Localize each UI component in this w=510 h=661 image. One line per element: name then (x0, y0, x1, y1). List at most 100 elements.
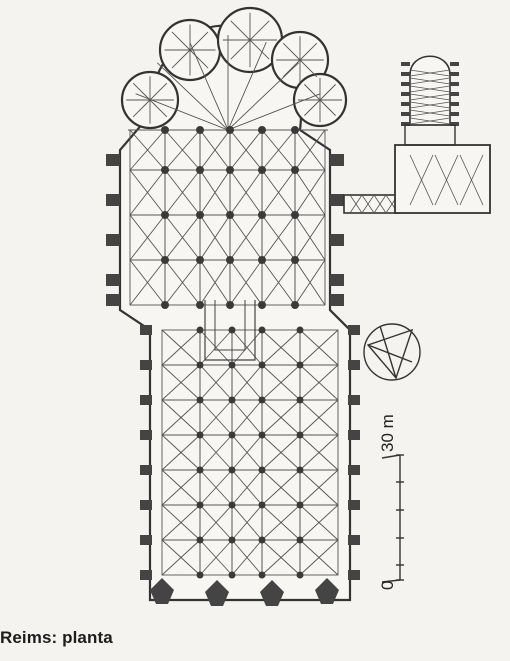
chapel-rib (299, 59, 318, 78)
vault-rib (199, 434, 233, 471)
vault-rib (299, 329, 339, 366)
chapel-buttress (450, 122, 459, 126)
compass-line (367, 344, 413, 363)
buttress (106, 234, 120, 246)
pier (196, 431, 204, 439)
pier (196, 211, 204, 219)
piers (161, 126, 304, 579)
chapel-rib (249, 20, 270, 41)
vault-rib (161, 469, 201, 506)
vault-rib (294, 129, 326, 171)
vault-rib (299, 539, 339, 576)
facade-pier (205, 580, 229, 606)
chapel-rib (149, 99, 168, 118)
pier (296, 466, 304, 474)
pier (161, 211, 169, 219)
pier (226, 126, 234, 134)
pier (196, 396, 204, 404)
vault-rib (161, 504, 201, 541)
passage-rib (361, 194, 375, 214)
pier (258, 301, 266, 309)
buttress (330, 234, 344, 246)
pier (196, 166, 204, 174)
pier (196, 501, 204, 509)
buttress (330, 154, 344, 166)
vault-rib (199, 539, 233, 576)
vault-rib (261, 169, 296, 216)
buttress (140, 570, 152, 580)
pier (258, 396, 266, 404)
pier (258, 166, 266, 174)
pier (196, 301, 204, 309)
vault-rib (229, 214, 263, 261)
pier (258, 326, 266, 334)
pier (296, 396, 304, 404)
vault-rib (261, 469, 301, 506)
pier (296, 361, 304, 369)
chapel-rib (189, 49, 209, 69)
figure-caption: Reims: planta (0, 628, 113, 647)
pier (226, 166, 234, 174)
compass-triangle (366, 328, 414, 380)
pier (228, 536, 236, 544)
vault-rib (199, 364, 233, 401)
buttress (140, 465, 152, 475)
buttress (106, 274, 120, 286)
vault-rib (294, 214, 326, 261)
pier (291, 126, 299, 134)
chapel-buttress (450, 102, 459, 106)
vault-rib (231, 469, 263, 506)
pier (228, 396, 236, 404)
choir-stalls (214, 300, 246, 351)
buttress (330, 274, 344, 286)
pier (258, 536, 266, 544)
chapel-buttress (401, 72, 410, 76)
vault-rib (164, 259, 201, 306)
pier (196, 571, 204, 579)
vestibule (404, 124, 456, 146)
pier (258, 431, 266, 439)
chapel-rib (304, 99, 321, 116)
hall-rib (409, 154, 434, 206)
facade-pier (260, 580, 284, 606)
pier (258, 211, 266, 219)
buttress (330, 194, 344, 206)
pier (291, 301, 299, 309)
vault-rib (231, 329, 263, 366)
pier (296, 326, 304, 334)
pier (258, 126, 266, 134)
scale-bar (381, 454, 404, 583)
scale-leader (381, 454, 401, 459)
vault-rib (261, 259, 296, 306)
buttress (330, 294, 344, 306)
pier (296, 571, 304, 579)
vault-rib (164, 214, 201, 261)
vault-rib (199, 504, 233, 541)
vault-rib (299, 469, 339, 506)
vault-rib (261, 399, 301, 436)
vault-rib (261, 329, 301, 366)
vault-rib (164, 169, 201, 216)
pier (161, 166, 169, 174)
vault-rib (161, 329, 201, 366)
vault-rib (299, 364, 339, 401)
vault-rib (231, 434, 263, 471)
pier (161, 126, 169, 134)
chapel-rib (299, 42, 318, 61)
pier (296, 431, 304, 439)
chapel-rib (409, 117, 451, 125)
chapel-rib (282, 59, 301, 78)
vault-rib (129, 214, 166, 261)
buttress (140, 430, 152, 440)
pier (228, 571, 236, 579)
vault-rib (199, 469, 233, 506)
pier (291, 211, 299, 219)
pier (196, 466, 204, 474)
vault-rib (199, 129, 231, 171)
buttress (106, 194, 120, 206)
buttress (348, 570, 360, 580)
facade-pier (150, 578, 174, 604)
pier (226, 256, 234, 264)
vault-rib (231, 364, 263, 401)
vault-rib (129, 259, 166, 306)
